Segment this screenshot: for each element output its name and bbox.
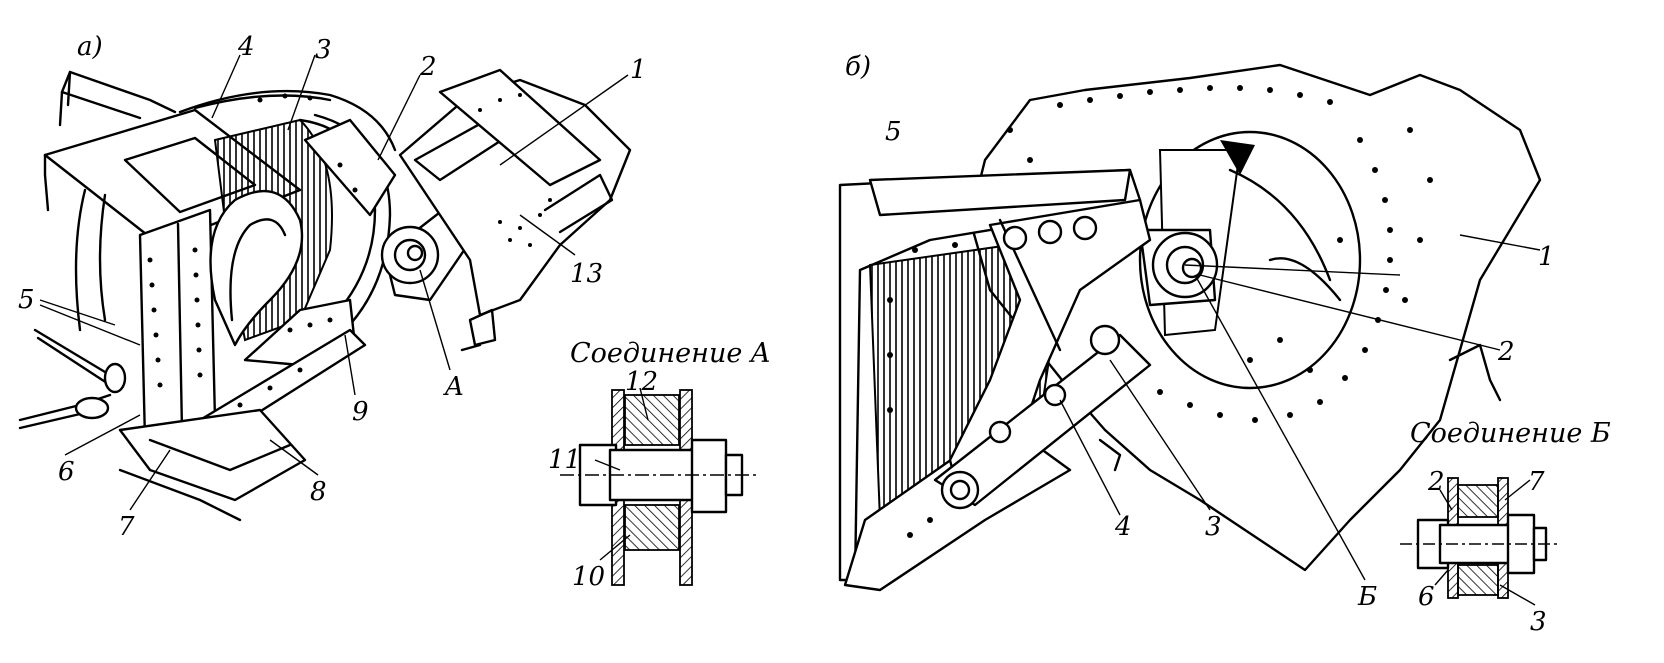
callout-a-8: 8 [310, 477, 327, 507]
callout-a-10: 10 [572, 562, 605, 592]
detail-b-title: Соединение Б [1410, 418, 1611, 449]
callout-a-13: 13 [570, 259, 603, 289]
callout-b-detail-7: 7 [1528, 467, 1545, 497]
callout-a-12: 12 [625, 367, 658, 397]
callout-b-Б: Б [1357, 582, 1377, 612]
rivets-panel-a [147, 93, 552, 408]
callout-b-3: 3 [1205, 512, 1222, 542]
callout-a-A: A [443, 372, 464, 402]
callout-b-2: 2 [1497, 337, 1515, 367]
panel-a-tag: a) [77, 32, 103, 62]
rivets-panel-b [887, 85, 1433, 538]
callout-b-5: 5 [885, 117, 902, 147]
callout-a-7: 7 [118, 512, 135, 542]
callout-a-5: 5 [18, 285, 35, 315]
callout-b-detail-2: 2 [1427, 467, 1445, 497]
callout-a-11: 11 [548, 445, 581, 475]
callout-b-1: 1 [1538, 242, 1555, 272]
leader-lines [39, 54, 1541, 606]
callout-a-4: 4 [237, 32, 255, 62]
callout-a-1: 1 [630, 55, 647, 85]
callout-b-detail-3: 3 [1530, 607, 1547, 637]
detail-b-section [1400, 477, 1560, 599]
callout-a-6: 6 [58, 457, 75, 487]
callout-b-4: 4 [1114, 512, 1132, 542]
detail-a-title: Соединение A [570, 338, 770, 369]
panel-b-drawing [838, 63, 1542, 592]
callout-a-3: 3 [315, 35, 332, 65]
panel-a-drawing [18, 68, 632, 522]
callout-a-9: 9 [352, 397, 369, 427]
labels: a) б) 1 2 3 4 5 6 7 8 9 13 A Соединение … [18, 32, 1611, 637]
detail-a-section [560, 389, 760, 586]
panel-b-tag: б) [845, 52, 871, 82]
callout-a-2: 2 [419, 52, 437, 82]
callout-b-detail-6: 6 [1418, 582, 1435, 612]
